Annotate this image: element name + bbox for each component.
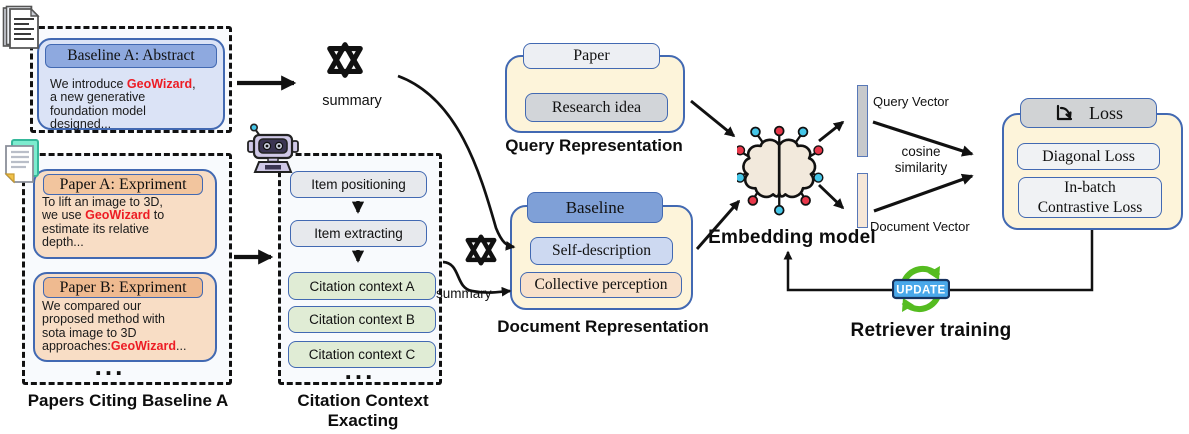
document-representation-caption: Document Representation <box>497 317 709 336</box>
embedding-model-icon <box>734 124 825 226</box>
query-representation-caption: Query Representation <box>505 136 683 155</box>
highlight-geowizard: GeoWizard <box>126 77 193 91</box>
loss-tab-label: Loss <box>1088 102 1123 123</box>
cosine-similarity-label: cosine similarity <box>894 144 948 176</box>
document-vector-label: Document Vector <box>870 219 970 234</box>
baseline-tab: Baseline <box>527 192 663 223</box>
arrow-query-to-embedding <box>690 99 736 138</box>
step-item-positioning: Item positioning <box>290 171 427 198</box>
paper-tab: Paper <box>523 43 660 69</box>
highlight-geowizard: GeoWizard <box>85 208 151 223</box>
paper-a-body: To lift an image to 3D, we use GeoWizard… <box>42 195 165 249</box>
document-icon <box>2 138 42 186</box>
loss-tab: Loss <box>1020 98 1157 128</box>
paper-b-body: We compared our proposed method with sot… <box>42 299 187 353</box>
papers-caption: Papers Citing Baseline A <box>27 391 229 410</box>
citation-context-c: Citation context C <box>288 341 436 368</box>
self-description-item: Self-description <box>530 237 673 265</box>
openai-icon-top <box>322 40 368 80</box>
papers-stack-icon <box>2 4 40 50</box>
robot-icon <box>246 122 300 174</box>
retriever-training-caption: Retriever training <box>850 320 1012 341</box>
loss-curve-icon <box>1054 103 1075 124</box>
citation-context-b: Citation context B <box>288 306 436 333</box>
paper-a-title: Paper A: Expriment <box>43 174 203 195</box>
arrow-document-vector-to-loss <box>873 173 974 213</box>
summary-label-top: summary <box>322 93 382 109</box>
abstract-card-body: We introduce GeoWizard, a new generative… <box>50 77 196 131</box>
in-batch-contrastive-loss-item: In-batch Contrastive Loss <box>1018 177 1162 218</box>
summary-label-mid: summary <box>436 286 492 301</box>
step-item-extracting: Item extracting <box>290 220 427 247</box>
query-vector-bar <box>857 85 868 157</box>
document-vector-bar <box>857 173 868 228</box>
update-icon: UPDATE <box>891 260 951 318</box>
openai-icon-mid <box>462 232 500 268</box>
query-vector-label: Query Vector <box>873 94 949 109</box>
abstract-card-title: Baseline A: Abstract <box>45 44 217 68</box>
research-idea-item: Research idea <box>525 93 668 122</box>
embedding-model-caption: Embedding model <box>708 227 876 248</box>
citation-caption: Citation Context Exacting <box>297 391 429 430</box>
update-banner-label: UPDATE <box>896 285 945 297</box>
papers-ellipsis: ... <box>94 351 126 381</box>
citation-context-a: Citation context A <box>288 272 436 300</box>
collective-perception-item: Collective perception <box>520 272 682 298</box>
highlight-geowizard: GeoWizard <box>110 338 176 353</box>
paper-b-title: Paper B: Expriment <box>43 277 203 298</box>
diagonal-loss-item: Diagonal Loss <box>1017 143 1160 170</box>
citation-ellipsis: ... <box>344 355 376 385</box>
